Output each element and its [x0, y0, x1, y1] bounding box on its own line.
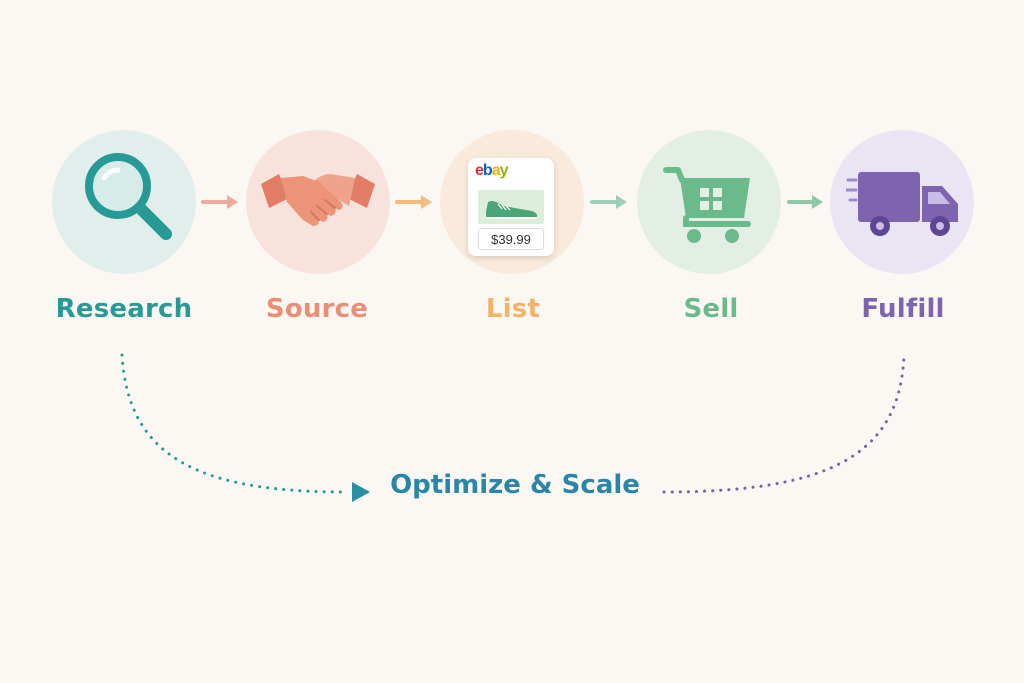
loop-label: Optimize & Scale: [390, 470, 640, 500]
delivery-truck-icon: [846, 172, 958, 236]
sneaker-icon: [486, 201, 537, 219]
arrow-sell-to-fulfill: [787, 195, 823, 209]
arrow-research-to-source: [201, 195, 238, 209]
ebay-logo: ebay: [475, 162, 508, 180]
arrow-source-to-list: [395, 195, 432, 209]
product-image: [478, 190, 544, 224]
ebay-logo-letter: b: [482, 162, 493, 179]
ebay-listing-card-icon: ebay $39.99: [468, 158, 554, 256]
handshake-icon: [261, 174, 375, 226]
loop-arrowhead: [352, 482, 370, 502]
shopping-cart-icon: [663, 167, 751, 243]
loop-path-left: [120, 353, 347, 494]
step-label-research: Research: [55, 294, 193, 324]
ebay-logo-letter: a: [491, 162, 501, 179]
step-label-sell: Sell: [683, 294, 739, 324]
step-label-list: List: [485, 294, 541, 324]
step-label-source: Source: [265, 294, 369, 324]
loop-path-right: [662, 353, 906, 494]
arrow-list-to-sell: [590, 195, 627, 209]
price-tag: $39.99: [478, 228, 544, 250]
ebay-logo-letter: e: [475, 162, 484, 179]
step-label-fulfill: Fulfill: [861, 294, 945, 324]
ebay-logo-letter: y: [499, 162, 509, 179]
magnifying-glass-icon: [85, 153, 172, 240]
